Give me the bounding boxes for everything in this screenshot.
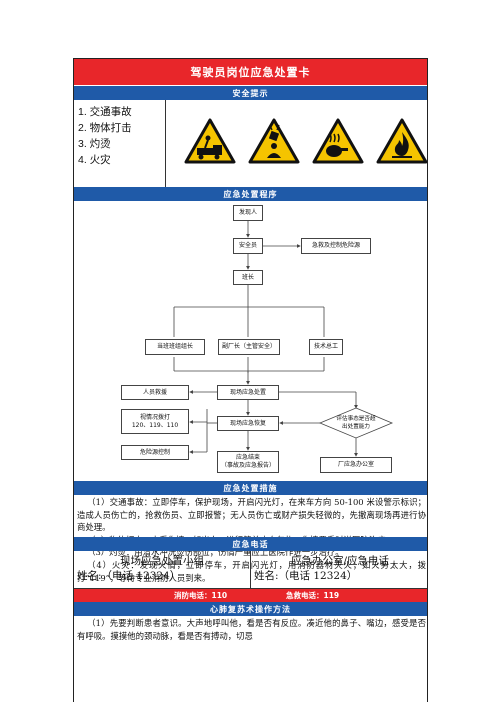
node-onsite-disposal: 现场应急处置 (217, 385, 279, 400)
emergency-phone: 急救电话：119 (286, 591, 340, 600)
falling-object-warning-icon (248, 118, 300, 164)
node-evaluate-line1: 评估事态是否超 (336, 416, 376, 422)
contact-onsite: 现场应急处置小组 姓名:（电话 12324） (74, 551, 251, 589)
hazard-item: 2. 物体打击 (78, 122, 132, 134)
node-discoverer: 发现人 (233, 205, 263, 221)
burn-warning-icon (312, 118, 364, 164)
measures-text: （1）交通事故：立即停车，保护现场，开启闪光灯，在来车方向 50-100 米设警… (74, 495, 427, 583)
section-procedure: 应急处置程序 (74, 187, 427, 201)
fire-phone: 消防电话：110 (174, 591, 228, 600)
node-onsite-recovery: 现场应急恢复 (217, 416, 279, 431)
fire-warning-icon (376, 118, 427, 164)
node-report-line2: 120、119、110 (131, 421, 179, 429)
contact-name: 应急办公室/应急电话 (290, 555, 390, 567)
hazard-list: 1. 交通事故 2. 物体打击 3. 灼烫 4. 火灾 (74, 100, 166, 187)
node-end-line2: （事故及应急报告） (220, 462, 275, 469)
cpr-paragraph: （1）先要判断患者意识。大声地呼叫他，看是否有反应。凑近他的鼻子、嘴边，感受是否… (77, 618, 426, 641)
traffic-warning-icon (184, 118, 236, 164)
measure-item: （1）交通事故：立即停车，保护现场，开启闪光灯，在来车方向 50-100 米设警… (77, 497, 426, 533)
contact-phone: 姓名:（电话 12324） (254, 570, 358, 582)
card-title: 驾驶员岗位应急处置卡 (74, 59, 427, 85)
contact-phone: 姓名:（电话 12324） (77, 570, 181, 582)
section-phone: 应急电话 (74, 537, 427, 551)
node-end: 应急结束 （事故及应急报告） (217, 451, 279, 473)
cpr-text: （1）先要判断患者意识。大声地呼叫他，看是否有反应。凑近他的鼻子、嘴边，感受是否… (74, 616, 427, 702)
flow-connectors (173, 221, 394, 457)
node-end-line1: 应急结束 (235, 454, 260, 461)
node-tech-chief: 技术总工 (309, 339, 343, 355)
node-evaluate-line2: 出处置能力 (342, 424, 370, 430)
node-team-leader: 班长 (233, 270, 263, 285)
flowchart: 发现人 安全员 急救及控制危险源 班长 当班班组组长 副厂长（主管安全） 技术总… (74, 201, 427, 481)
node-shift-leader: 当班班组组长 (145, 339, 205, 355)
section-safety-tips: 安全提示 (74, 86, 427, 100)
decision-diamond (318, 407, 394, 439)
node-deputy-director: 副厂长（主管安全） (218, 339, 280, 355)
node-emergency-office: 厂应急办公室 (320, 457, 392, 473)
phone-bar: 消防电话：110 急救电话：119 (74, 589, 427, 602)
node-hazard-control: 危险源控制 (121, 445, 189, 460)
node-evaluate: 评估事态是否超 出处置能力 (326, 415, 386, 433)
node-personnel-rescue: 人员救援 (121, 385, 189, 400)
hazard-item: 3. 灼烫 (78, 138, 111, 150)
measure-item: （4）火灾：发现火情，立即停车，开启闪光灯，用消防器材灭火；如火势太大，拨打“1… (77, 559, 426, 583)
emergency-card: 驾驶员岗位应急处置卡 安全提示 1. 交通事故 2. 物体打击 3. 灼烫 4.… (73, 58, 428, 702)
hazard-item: 4. 火灾 (78, 154, 111, 166)
node-safety-officer: 安全员 (233, 238, 263, 254)
contact-office: 应急办公室/应急电话 姓名:（电话 12324） (251, 551, 427, 589)
section-measures: 应急处置措施 (74, 481, 427, 495)
contact-row: 现场应急处置小组 姓名:（电话 12324） 应急办公室/应急电话 姓名:（电话… (74, 551, 427, 589)
node-report-line1: 视情况拨打 (139, 413, 170, 421)
hazard-item: 1. 交通事故 (78, 106, 132, 118)
section-cpr: 心肺复苏术操作方法 (74, 602, 427, 616)
contact-name: 现场应急处置小组 (120, 555, 204, 567)
warning-signs (166, 100, 427, 187)
node-rescue: 急救及控制危险源 (301, 238, 371, 254)
node-report: 视情况拨打 120、119、110 (121, 409, 189, 434)
measure-item: （3）灼烫：用清水冲洗烫伤部位；伤情严重应上医院作进一步治疗。 (87, 547, 344, 558)
